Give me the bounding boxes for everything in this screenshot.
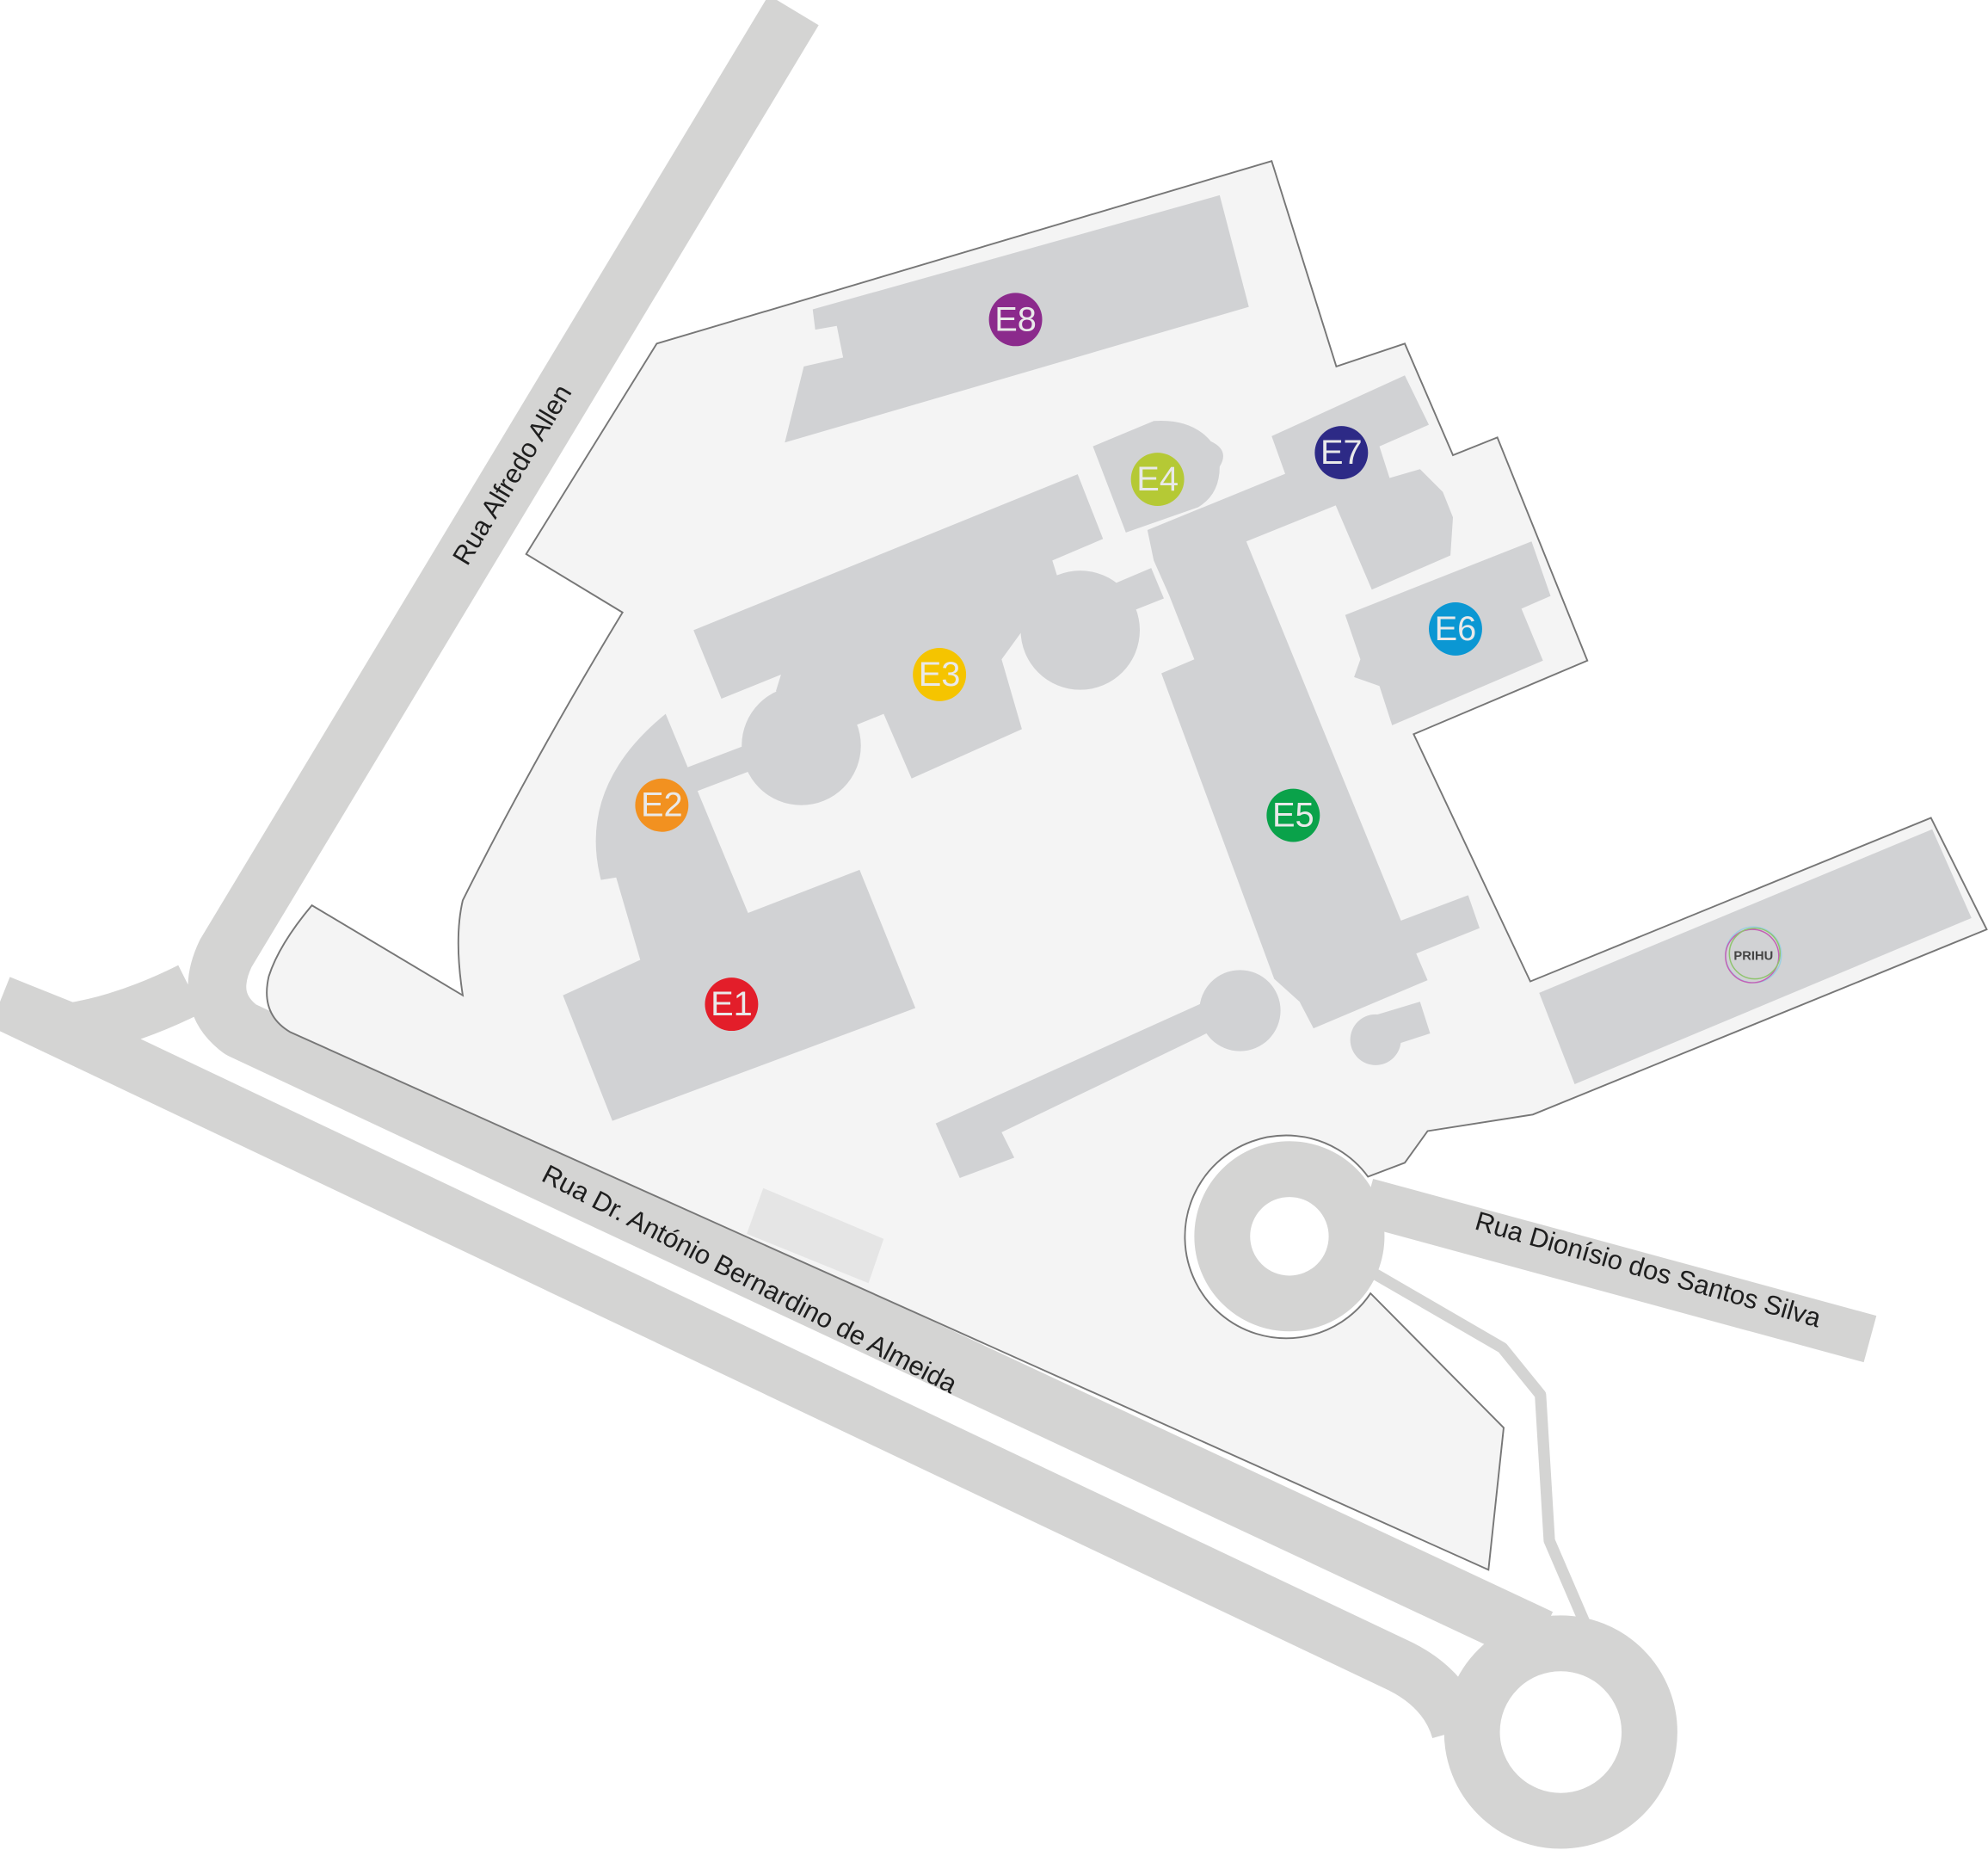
- roads: [0, 0, 1877, 1849]
- building-e7: [1271, 375, 1454, 590]
- parking-area: [747, 1187, 884, 1284]
- road-alfredo-allen: [188, 0, 1554, 1665]
- marker-e6[interactable]: E6: [1429, 601, 1482, 656]
- marker-e7[interactable]: E7: [1314, 426, 1369, 480]
- building-e3: [693, 474, 1104, 779]
- marker-label: E8: [994, 300, 1037, 338]
- marker-e3[interactable]: E3: [913, 648, 967, 701]
- marker-e2[interactable]: E2: [635, 778, 689, 832]
- road-dionisio: [1360, 1178, 1877, 1363]
- marker-label: E1: [711, 985, 753, 1023]
- marker-e8[interactable]: E8: [988, 293, 1043, 347]
- marker-label: E5: [1272, 797, 1314, 835]
- prihu-logo: PRIHU: [1725, 926, 1782, 984]
- footpath: [1372, 1269, 1591, 1625]
- building-markers: E1 E2 E3 E4 E5 E6 E7 E8: [635, 293, 1482, 1032]
- building-e5-arm: [935, 999, 1220, 1178]
- marker-label: E7: [1320, 434, 1363, 472]
- roundabout-south: [1443, 1615, 1677, 1849]
- marker-e1[interactable]: E1: [705, 977, 759, 1032]
- marker-label: E2: [641, 786, 683, 824]
- prihu-logo-text: PRIHU: [1733, 950, 1773, 964]
- building-prihu: [1539, 829, 1972, 1084]
- marker-label: E3: [919, 656, 961, 694]
- marker-e5[interactable]: E5: [1266, 788, 1320, 842]
- rotunda-e3-east: [1020, 570, 1140, 690]
- marker-label: E6: [1435, 610, 1477, 648]
- marker-label: E4: [1136, 460, 1179, 498]
- rotunda-e5: [1199, 970, 1281, 1051]
- hospital-site: [266, 159, 1988, 1571]
- connector-e3-e4: [1109, 568, 1164, 615]
- marker-e4[interactable]: E4: [1130, 453, 1185, 506]
- connector-e2-e3: [684, 744, 757, 793]
- building-e5: [1147, 453, 1480, 1029]
- roundabout-north: [1194, 1141, 1385, 1332]
- annex-e5-link: [1369, 1002, 1431, 1051]
